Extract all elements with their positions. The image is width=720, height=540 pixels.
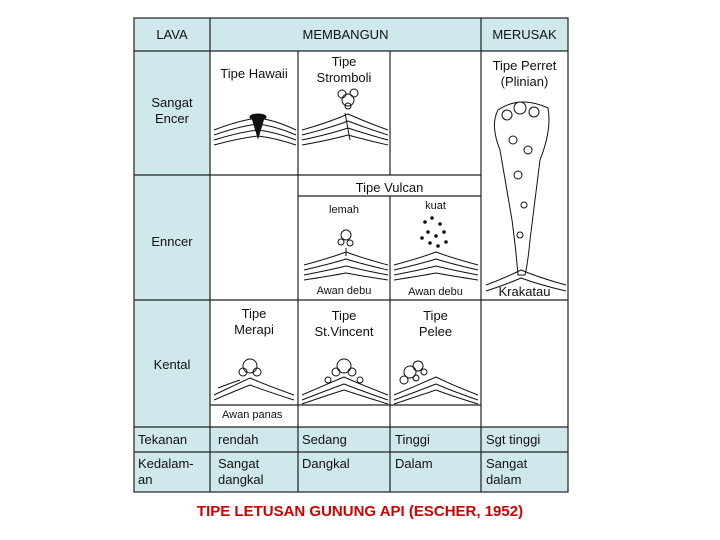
label-tipe-hawaii: Tipe Hawaii [220, 66, 288, 81]
vulcan-kuat-illustration [393, 216, 479, 281]
label-tipe-merapi: Tipe Merapi [234, 306, 274, 337]
table-cell-kedalaman-1: Sangat dangkal [218, 456, 264, 487]
label-lemah: lemah [329, 204, 359, 216]
vulcan-lemah-illustration [303, 229, 389, 281]
row-label-encer: Enncer [151, 234, 193, 249]
perret-eruption-column-illustration [485, 101, 567, 292]
label-awan-debu-2: Awan debu [408, 286, 463, 298]
label-krakatau: Krakatau [498, 284, 551, 299]
table-cell-kedalaman-3: Dalam [395, 456, 433, 471]
hawaii-volcano-illustration [213, 113, 297, 146]
table-row-kedalaman [134, 452, 568, 492]
membangun-header: MEMBANGUN [302, 27, 389, 42]
table-cell-tekanan-1: rendah [218, 432, 259, 447]
table-row-tekanan [134, 427, 568, 452]
table-cell-tekanan-2: Sedang [302, 432, 347, 447]
stromboli-volcano-illustration [301, 88, 389, 146]
kental-cell [134, 300, 210, 427]
table-label-tekanan: Tekanan [138, 432, 188, 447]
table-label-kedalaman: Kedalam- an [138, 456, 194, 487]
lava-header-cell [134, 18, 210, 51]
table-cell-kedalaman-4: Sangat dalam [486, 456, 528, 487]
st-vincent-volcano-illustration [301, 358, 389, 405]
pelee-volcano-illustration [393, 360, 479, 405]
label-tipe-st-vincent: Tipe St.Vincent [314, 308, 374, 339]
label-awan-debu-1: Awan debu [316, 285, 372, 297]
label-tipe-perret: Tipe Perret (Plinian) [492, 58, 557, 89]
encer-cell [134, 175, 210, 300]
merapi-volcano-illustration [213, 358, 295, 401]
label-tipe-vulcan: Tipe Vulcan [355, 180, 424, 195]
membangun-header-cell [210, 18, 481, 51]
label-kuat: kuat [425, 200, 446, 212]
label-tipe-stromboli: Tipe Stromboli [316, 54, 372, 85]
table-cell-tekanan-3: Tinggi [395, 432, 430, 447]
label-tipe-pelee: Tipe Pelee [418, 308, 453, 339]
merusak-header: MERUSAK [492, 27, 557, 42]
table-cell-tekanan-4: Sgt tinggi [486, 432, 541, 447]
row-label-sangat-encer: Sangat Encer [151, 95, 193, 126]
row-label-kental: Kental [153, 357, 191, 372]
merusak-header-cell [481, 18, 568, 51]
diagram-caption: TIPE LETUSAN GUNUNG API (ESCHER, 1952) [196, 503, 524, 520]
table-cell-kedalaman-2: Dangkal [302, 456, 350, 471]
lava-header: LAVA [156, 27, 188, 42]
label-awan-panas: Awan panas [222, 409, 283, 421]
sangat-encer-cell [134, 51, 210, 175]
